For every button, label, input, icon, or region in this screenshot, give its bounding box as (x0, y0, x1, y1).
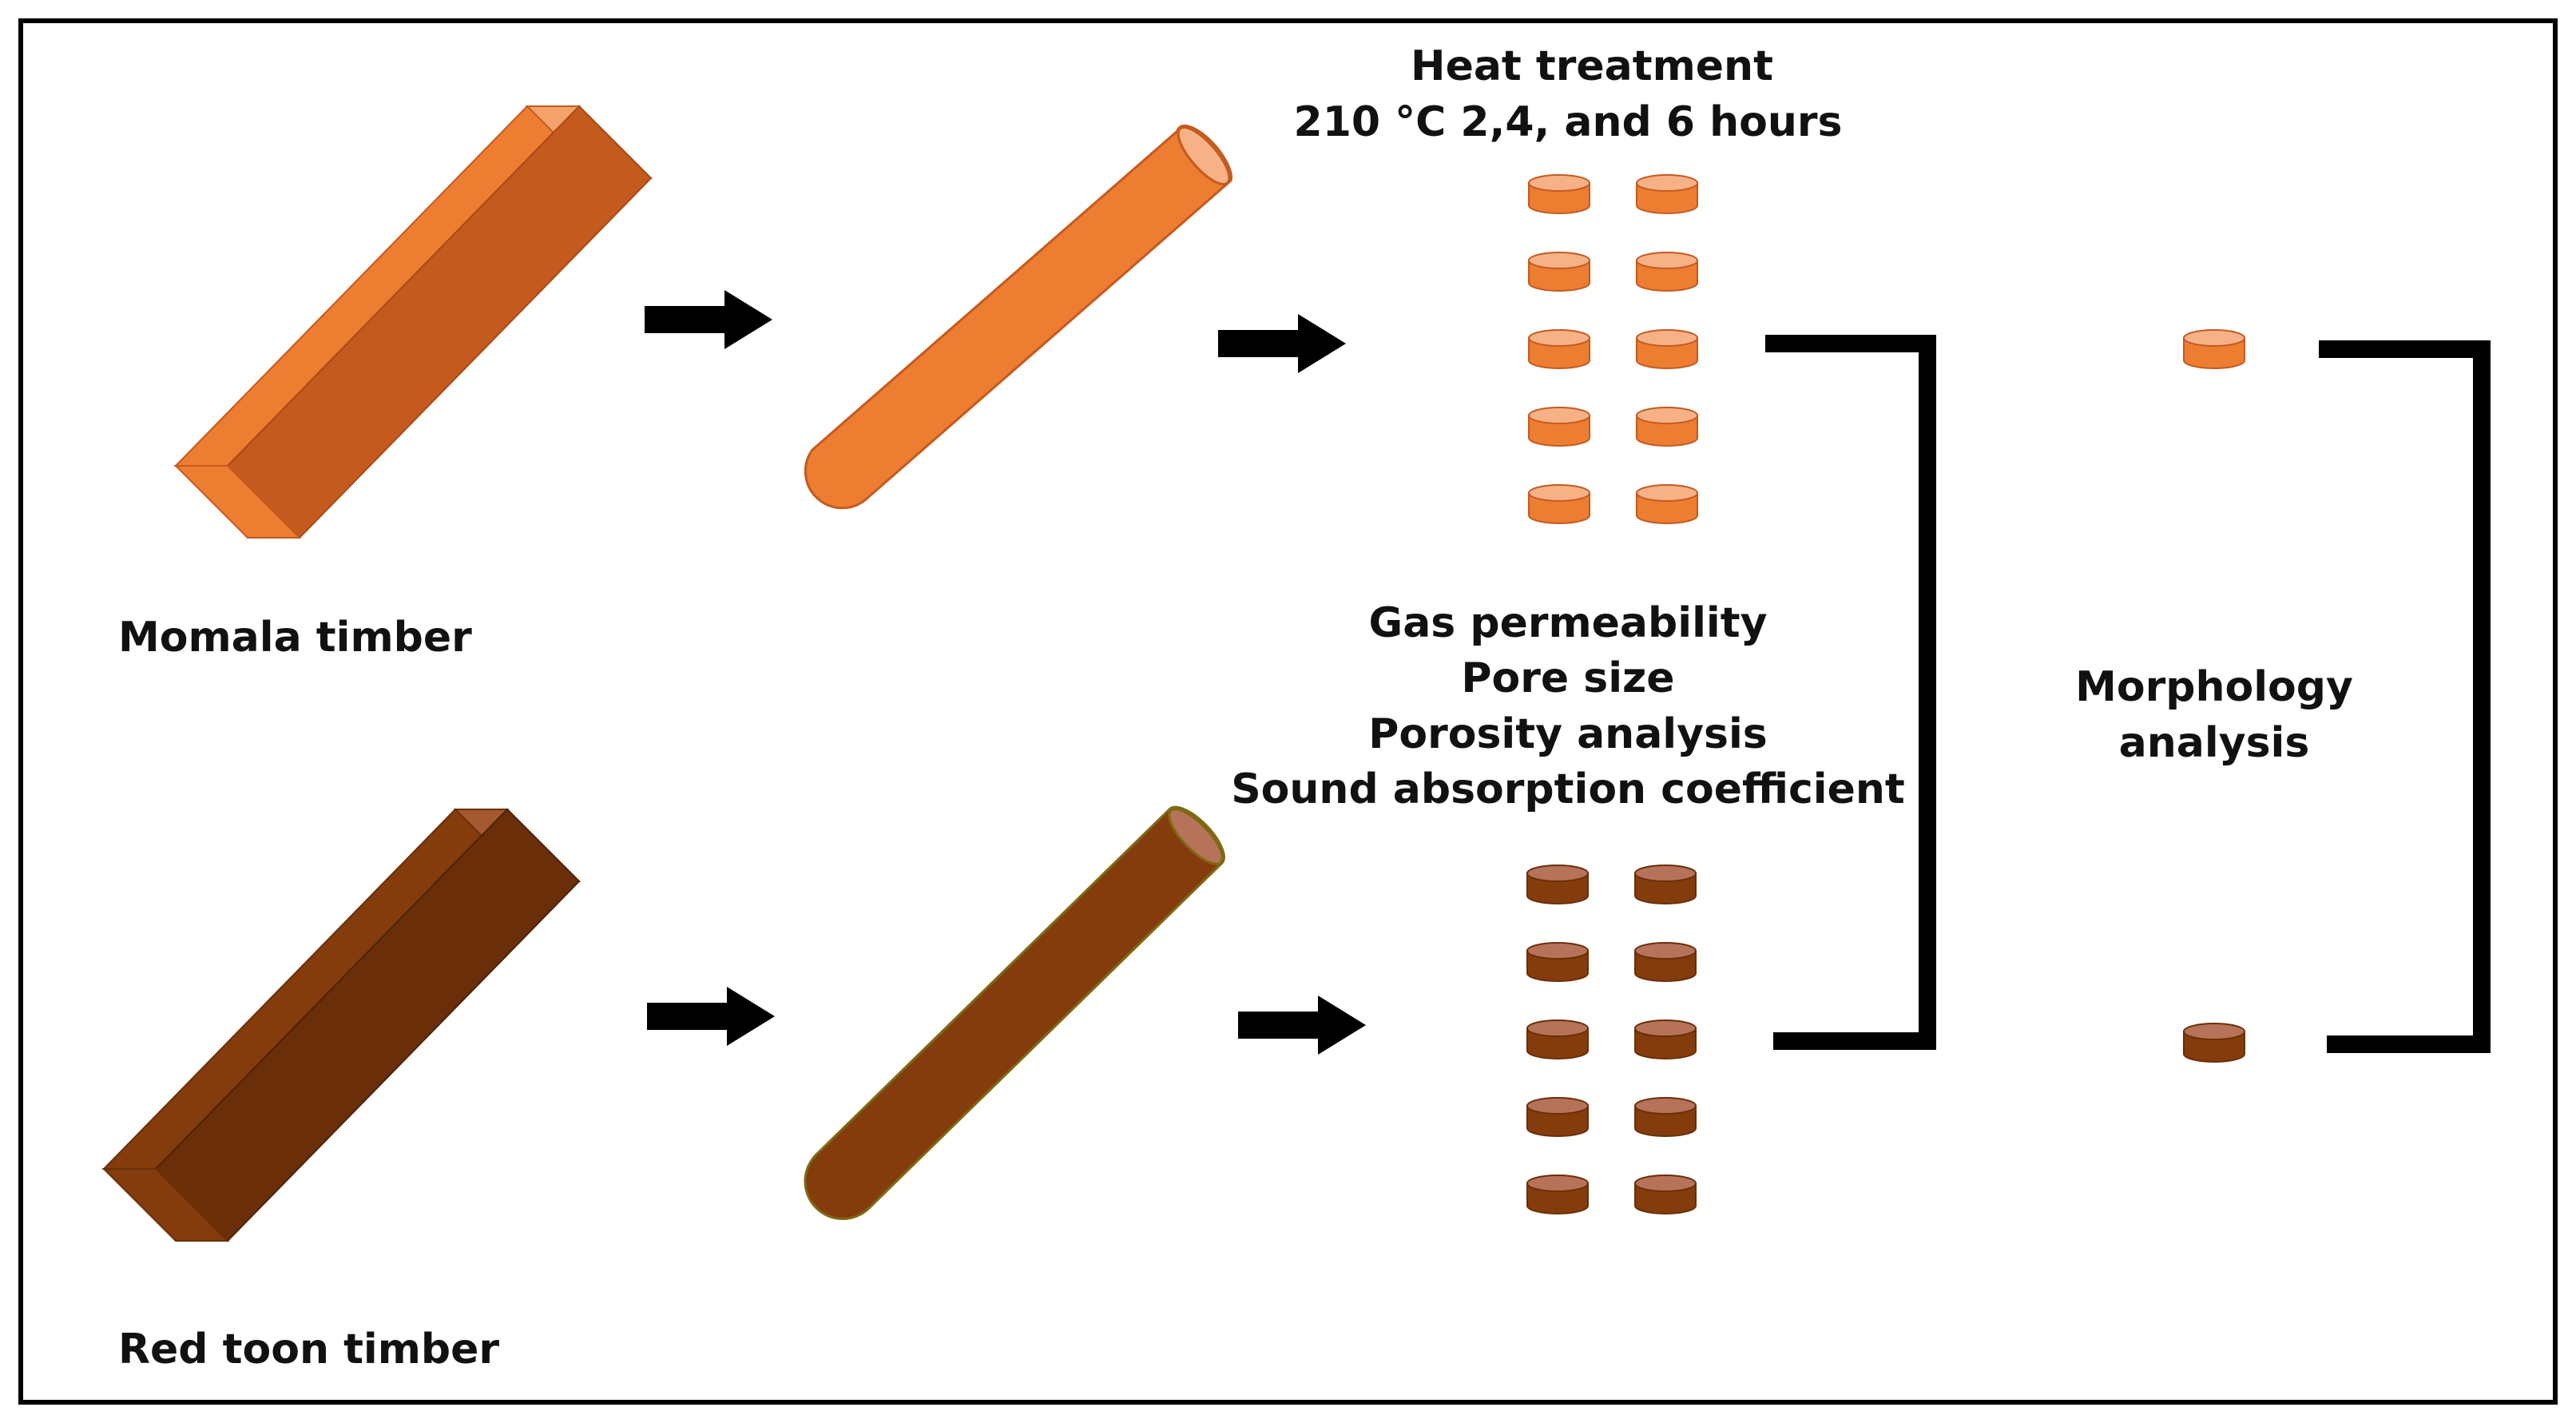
arrow-right-icon (1218, 314, 1346, 373)
sample-disk (1528, 174, 1590, 214)
sample-disk (1636, 252, 1698, 292)
sample-disk (1528, 252, 1590, 292)
arrow-right-icon (1238, 996, 1366, 1055)
morphology-label: analysis (2119, 719, 2310, 767)
morphology-bracket (2319, 340, 2491, 1053)
morphology-label: Morphology (2075, 663, 2353, 711)
red-toon-cylinder-rod (804, 805, 1225, 1220)
arrow-right-icon (645, 290, 772, 349)
heat-treatment-conditions: 210 °C 2,4, and 6 hours (1294, 98, 1843, 146)
sample-disk (1634, 1020, 1697, 1059)
sample-disk (1526, 865, 1589, 904)
test-label: Sound absorption coefficient (1231, 765, 1905, 813)
sample-disk (1526, 1097, 1589, 1137)
sample-disk (1634, 942, 1697, 982)
sample-disk (1528, 484, 1590, 524)
test-label: Porosity analysis (1368, 710, 1767, 758)
sample-disk (1526, 1020, 1589, 1059)
morphology-disk-momala (2183, 329, 2245, 369)
momala-label: Momala timber (118, 614, 472, 662)
test-label: Gas permeability (1369, 599, 1768, 647)
sample-disk (1636, 407, 1698, 447)
sample-disk (1634, 1097, 1697, 1137)
red-toon-label: Red toon timber (118, 1326, 499, 1373)
sample-disk (1636, 174, 1698, 214)
momala-timber-block (173, 105, 653, 539)
diagram-border (18, 18, 2558, 1405)
sample-disk (1634, 1175, 1697, 1214)
sample-disk (1528, 329, 1590, 369)
heat-treatment-title: Heat treatment (1411, 42, 1773, 90)
red-toon-timber-block (101, 808, 581, 1242)
arrow-right-icon (647, 987, 775, 1046)
sample-disk (1634, 865, 1697, 904)
sample-disk (1526, 1175, 1589, 1214)
sample-disk (1526, 942, 1589, 982)
tests-bracket (1765, 335, 1936, 1050)
test-label: Pore size (1461, 654, 1674, 702)
morphology-disk-red-toon (2183, 1023, 2245, 1063)
momala-cylinder-rod (804, 124, 1232, 510)
momala-disk-samples (1528, 174, 1698, 524)
sample-disk (1636, 329, 1698, 369)
red-toon-disk-samples (1526, 865, 1697, 1214)
sample-disk (1636, 484, 1698, 524)
sample-disk (1528, 407, 1590, 447)
